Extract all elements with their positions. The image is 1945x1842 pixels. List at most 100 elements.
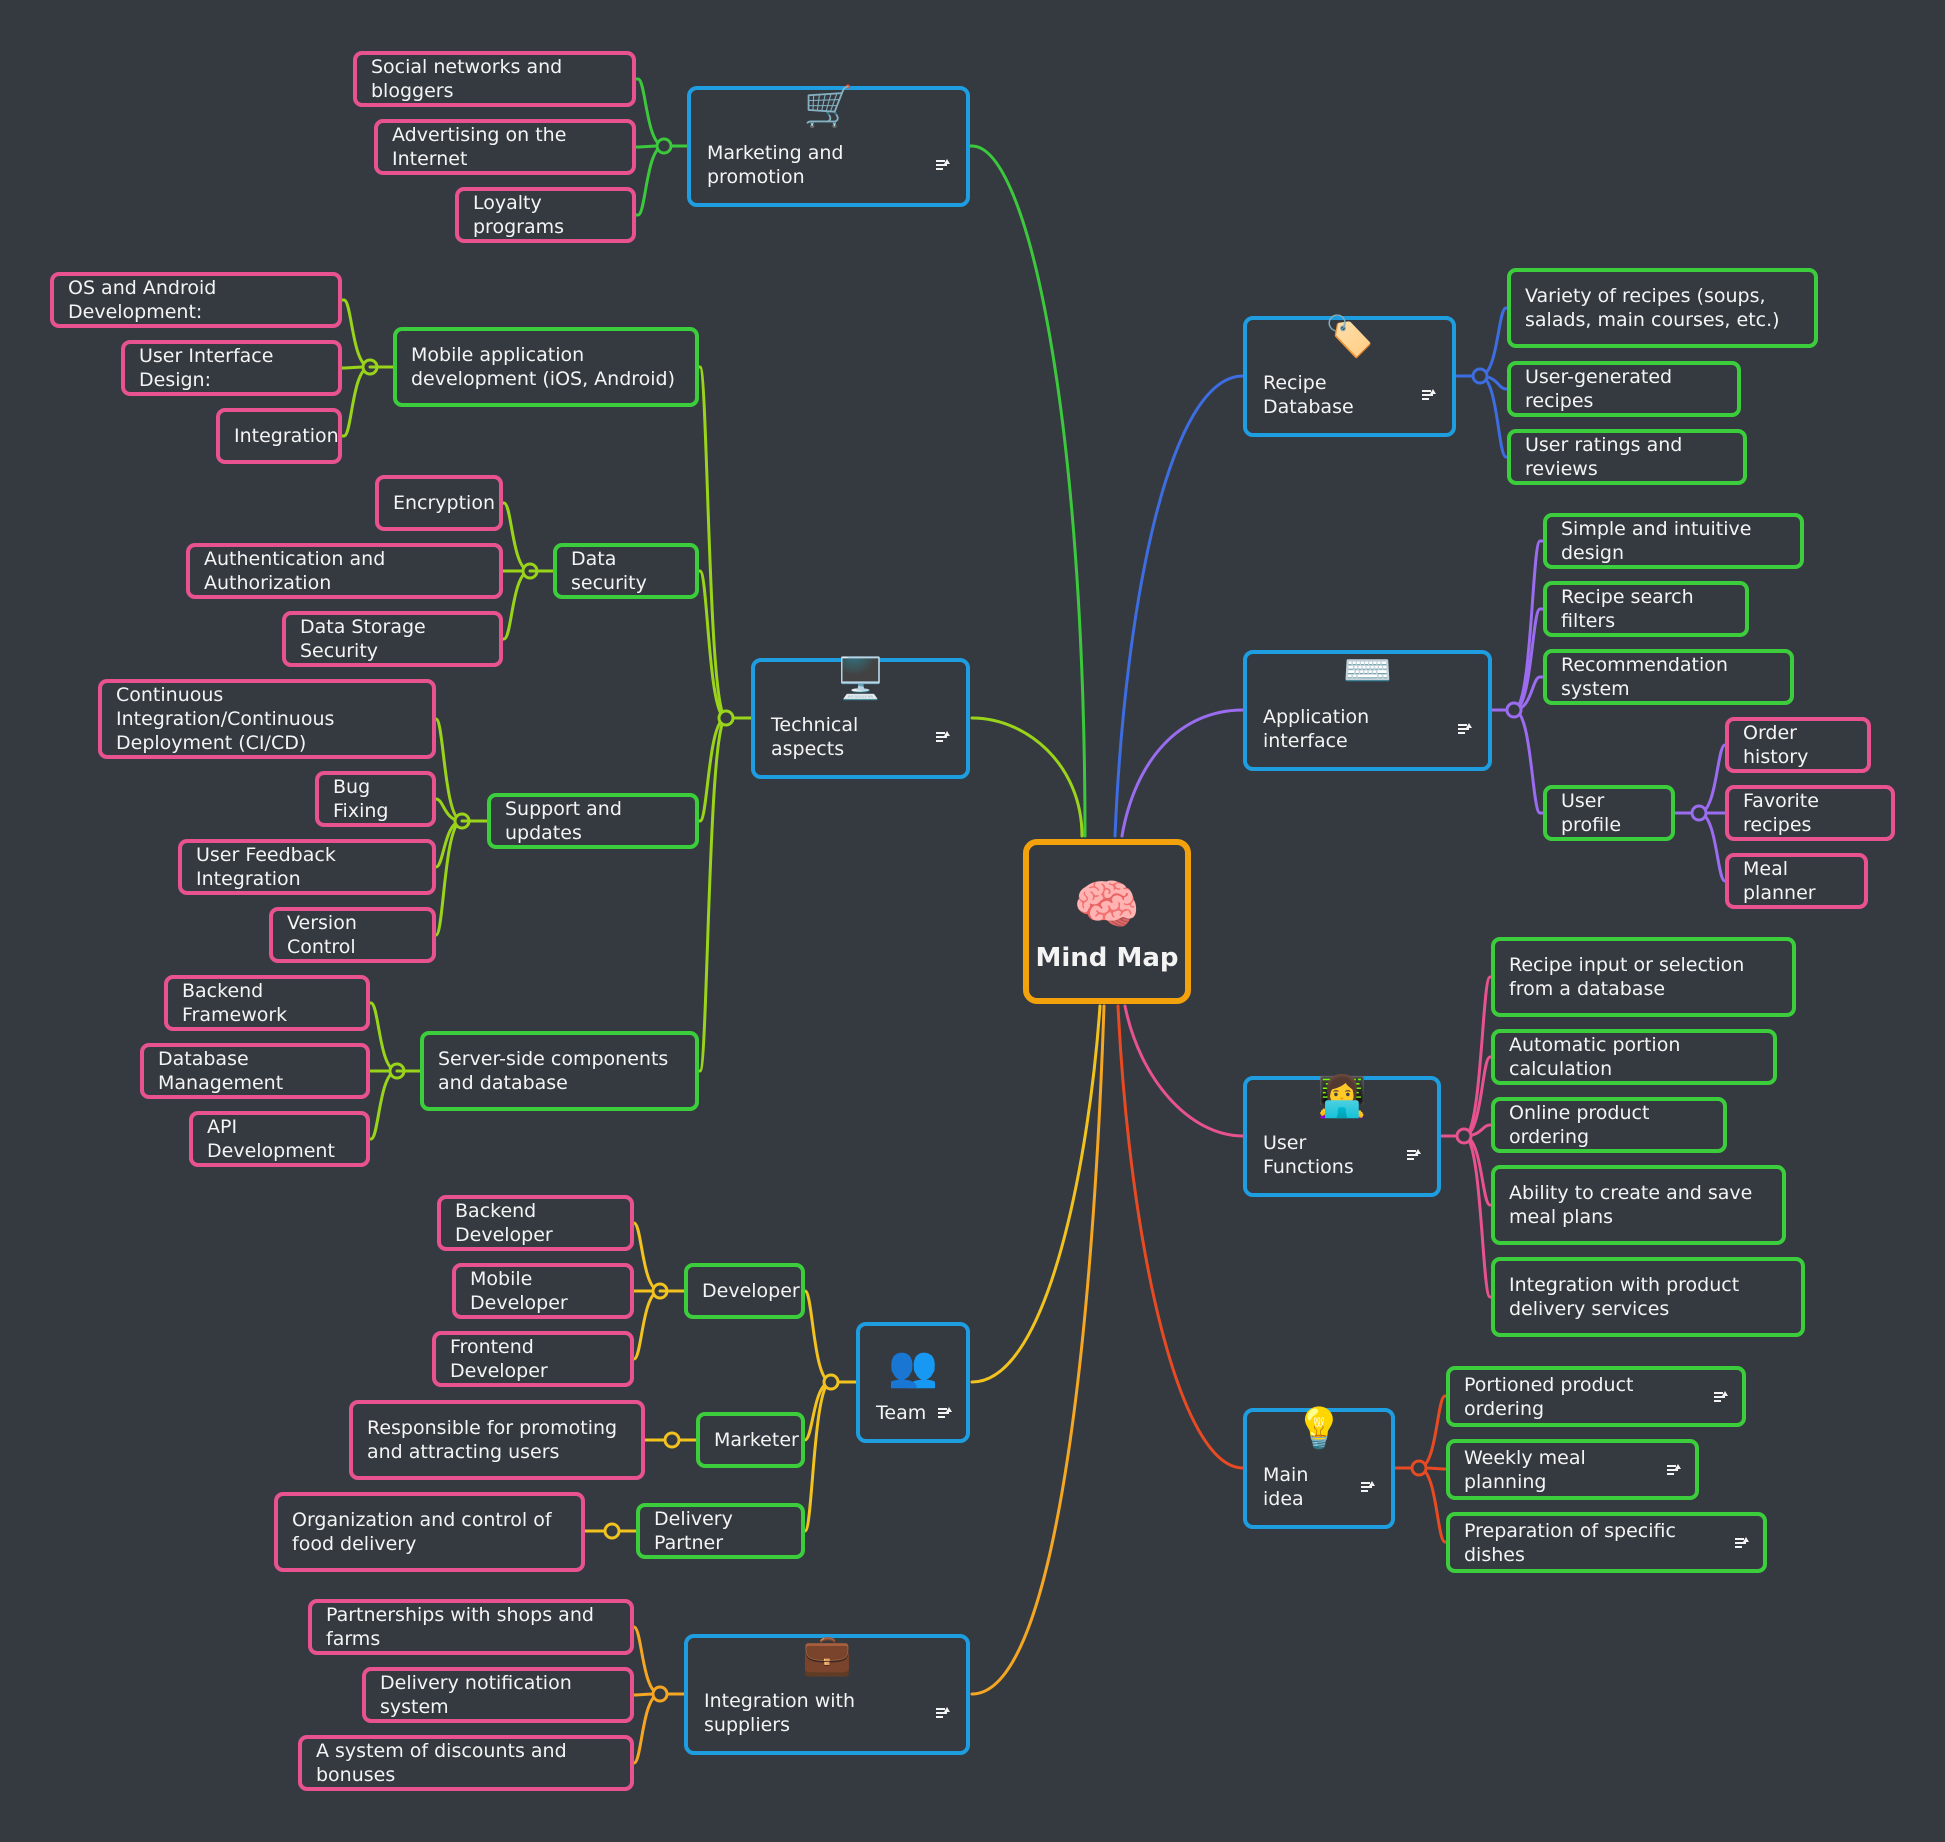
leaf-database-management[interactable]: Database Management [140, 1043, 370, 1099]
leaf-meal-plans[interactable]: Ability to create and save meal plans [1491, 1165, 1786, 1245]
leaf-mobile-developer[interactable]: Mobile Developer [452, 1263, 634, 1319]
leaf-delivery-notification[interactable]: Delivery notification system [362, 1667, 634, 1723]
notes-icon[interactable] [1361, 1481, 1375, 1493]
leaf-ratings-reviews[interactable]: User ratings and reviews [1507, 429, 1747, 485]
technical-collapse-toggle[interactable] [717, 709, 735, 727]
leaf-variety-recipes[interactable]: Variety of recipes (soups, salads, main … [1507, 268, 1818, 348]
topic-suppliers[interactable]: 💼 Integration with suppliers [684, 1632, 970, 1755]
topic-user-functions[interactable]: 👩‍💻 User Functions [1243, 1074, 1441, 1197]
leaf-frontend-developer[interactable]: Frontend Developer [432, 1331, 634, 1387]
subtopic-support[interactable]: Support and updates [487, 793, 699, 849]
notes-icon[interactable] [1735, 1536, 1749, 1549]
subtopic-developer[interactable]: Developer [684, 1263, 805, 1319]
leaf-ci-cd[interactable]: Continuous Integration/Continuous Deploy… [98, 679, 436, 759]
topic-label: Recipe Database [1263, 372, 1354, 418]
profile-collapse-toggle[interactable] [1690, 804, 1708, 822]
leaf-user-generated[interactable]: User-generated recipes [1507, 361, 1741, 417]
leaf-online-ordering[interactable]: Online product ordering [1491, 1097, 1727, 1153]
leaf-order-history[interactable]: Order history [1725, 717, 1871, 773]
notes-icon[interactable] [936, 731, 950, 743]
subtopic-user-profile[interactable]: User profile [1543, 785, 1675, 841]
topic-label: Application interface [1263, 706, 1370, 752]
leaf-portioned-ordering[interactable]: Portioned product ordering [1446, 1366, 1746, 1427]
suppliers-collapse-toggle[interactable] [651, 1685, 669, 1703]
leaf-user-feedback[interactable]: User Feedback Integration [178, 839, 436, 895]
leaf-promoting-users[interactable]: Responsible for promoting and attracting… [349, 1400, 645, 1480]
leaf-bug-fixing[interactable]: Bug Fixing [315, 771, 436, 827]
subtopic-advertising[interactable]: Advertising on the Internet [374, 119, 636, 175]
leaf-weekly-planning[interactable]: Weekly meal planning [1446, 1439, 1699, 1500]
team-link-0 [803, 1289, 833, 1384]
subtopic-loyalty[interactable]: Loyalty programs [455, 187, 636, 243]
topic-recipe-database[interactable]: 🏷️ Recipe Database [1243, 314, 1456, 437]
subtopic-marketer[interactable]: Marketer [696, 1412, 805, 1468]
marketing-collapse-toggle[interactable] [655, 137, 673, 155]
topic-label: User Functions [1263, 1132, 1354, 1178]
leaf-label: User Interface Design: [139, 345, 274, 391]
subtopic-delivery-partner[interactable]: Delivery Partner [636, 1503, 805, 1559]
notes-icon[interactable] [1714, 1390, 1728, 1403]
topic-technical[interactable]: 🖥️ Technical aspects [751, 656, 970, 779]
topic-team[interactable]: 👥 Team [856, 1322, 970, 1443]
leaf-encryption[interactable]: Encryption [375, 475, 503, 531]
keyboard-icon: ⌨️ [1342, 648, 1393, 694]
idea-link-2 [1417, 1466, 1448, 1544]
leaf-favorite-recipes[interactable]: Favorite recipes [1725, 785, 1895, 841]
leaf-label: Order history [1743, 722, 1809, 768]
leaf-api-development[interactable]: API Development [189, 1111, 370, 1167]
subtopic-data-security[interactable]: Data security [553, 543, 699, 599]
leaf-ui-design[interactable]: User Interface Design: [121, 340, 342, 396]
central-topic[interactable]: 🧠 Mind Map [1023, 839, 1191, 1004]
notes-icon[interactable] [938, 1407, 953, 1419]
marketing-link-0 [634, 77, 666, 148]
trunk-interface [1120, 708, 1245, 838]
leaf-recommendation[interactable]: Recommendation system [1543, 649, 1794, 705]
notes-icon[interactable] [1458, 723, 1472, 735]
leaf-label: Favorite recipes [1743, 790, 1819, 836]
notes-icon[interactable] [1667, 1463, 1681, 1476]
subtopic-social-networks[interactable]: Social networks and bloggers [353, 51, 636, 107]
functions-collapse-toggle[interactable] [1455, 1127, 1473, 1145]
leaf-authentication[interactable]: Authentication and Authorization [186, 543, 503, 599]
notes-icon[interactable] [936, 1707, 950, 1719]
topic-application-interface[interactable]: ⌨️ Application interface [1243, 648, 1492, 771]
delivery-collapse-toggle[interactable] [603, 1522, 621, 1540]
leaf-label: Automatic portion calculation [1509, 1034, 1681, 1080]
leaf-recipe-input[interactable]: Recipe input or selection from a databas… [1491, 937, 1796, 1017]
leaf-data-storage[interactable]: Data Storage Security [282, 611, 503, 667]
topic-marketing[interactable]: 🛒 Marketing and promotion [687, 84, 970, 207]
leaf-partnerships[interactable]: Partnerships with shops and farms [308, 1599, 634, 1655]
technical-link-3 [697, 716, 728, 1073]
leaf-label: Mobile Developer [470, 1268, 568, 1314]
notes-icon[interactable] [936, 159, 950, 171]
shopping-cart-icon: 🛒 [803, 84, 854, 130]
leaf-specific-dishes[interactable]: Preparation of specific dishes [1446, 1512, 1767, 1573]
leaf-portion-calculation[interactable]: Automatic portion calculation [1491, 1029, 1777, 1085]
leaf-os-android[interactable]: OS and Android Development: [50, 272, 342, 328]
leaf-version-control[interactable]: Version Control [269, 907, 436, 963]
notes-icon[interactable] [1407, 1149, 1421, 1161]
trunk-idea [1116, 1004, 1245, 1470]
leaf-integration[interactable]: Integration [216, 408, 342, 464]
leaf-simple-design[interactable]: Simple and intuitive design [1543, 513, 1804, 569]
subtopic-mobile-dev[interactable]: Mobile application development (iOS, And… [393, 327, 699, 407]
team-collapse-toggle[interactable] [822, 1373, 840, 1391]
leaf-backend-framework[interactable]: Backend Framework [164, 975, 370, 1031]
subtopic-label: Advertising on the Internet [392, 124, 567, 170]
notes-icon[interactable] [1422, 389, 1436, 401]
recipe-collapse-toggle[interactable] [1471, 367, 1489, 385]
leaf-backend-developer[interactable]: Backend Developer [437, 1195, 634, 1251]
idea-collapse-toggle[interactable] [1410, 1459, 1428, 1477]
leaf-meal-planner[interactable]: Meal planner [1725, 853, 1868, 909]
subtopic-label: Social networks and bloggers [371, 56, 563, 102]
leaf-discounts[interactable]: A system of discounts and bonuses [298, 1735, 634, 1791]
suppliers-link-2 [632, 1692, 662, 1765]
leaf-delivery-services[interactable]: Integration with product delivery servic… [1491, 1257, 1805, 1337]
leaf-food-delivery[interactable]: Organization and control of food deliver… [274, 1492, 585, 1572]
topic-main-idea[interactable]: 💡 Main idea [1243, 1406, 1395, 1529]
interface-collapse-toggle[interactable] [1505, 701, 1523, 719]
marketer-collapse-toggle[interactable] [663, 1431, 681, 1449]
leaf-search-filters[interactable]: Recipe search filters [1543, 581, 1749, 637]
subtopic-server[interactable]: Server-side components and database [420, 1031, 699, 1111]
